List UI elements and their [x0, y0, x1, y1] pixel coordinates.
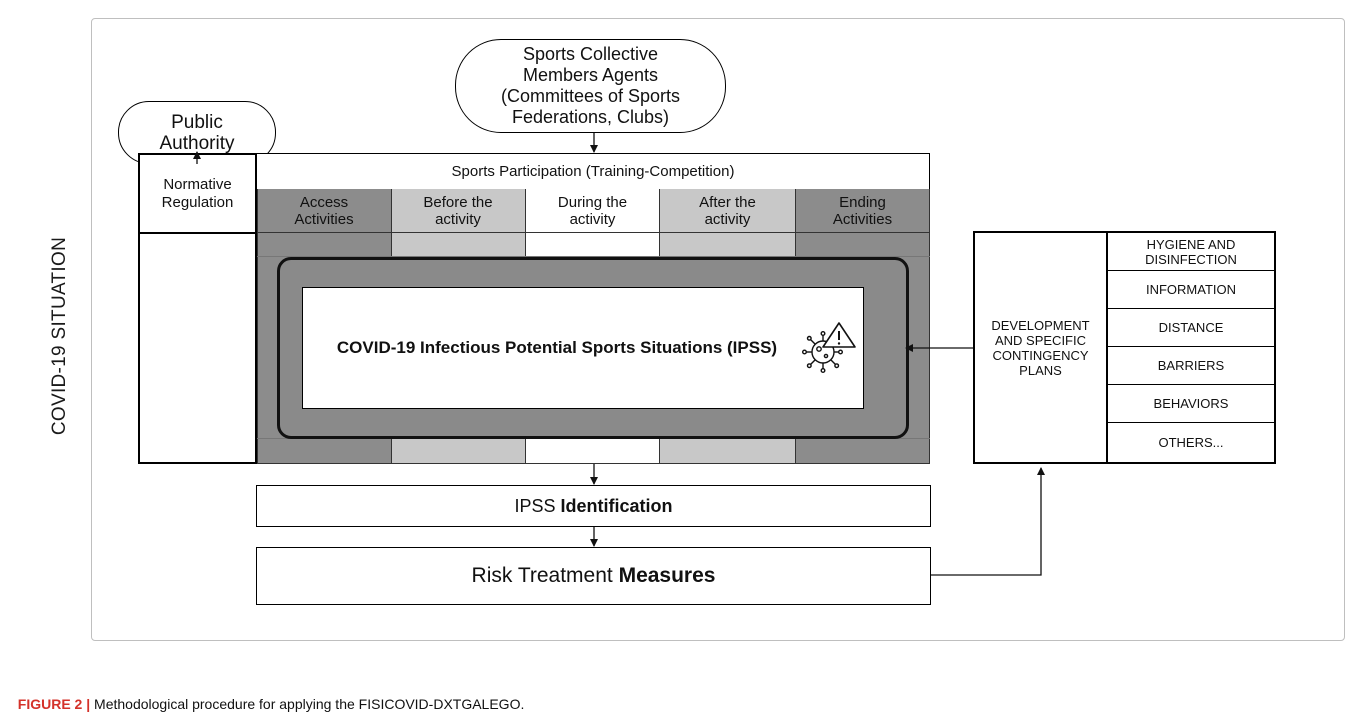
measure-others: OTHERS... — [1158, 435, 1224, 450]
measure-barriers: BARRIERS — [1157, 358, 1225, 373]
measure-cell-information: INFORMATION — [1108, 271, 1274, 309]
virus-warning-icon — [802, 322, 856, 374]
normative-column — [138, 153, 257, 464]
contingency-panel — [973, 231, 1276, 464]
contingency-divider — [1106, 231, 1108, 464]
normative-header: Normative Regulation — [140, 155, 255, 232]
phase-label-ending: Ending Activities — [832, 194, 893, 228]
phase-header-during: During the activity — [525, 190, 660, 232]
participation-header: Sports Participation (Training-Competiti… — [256, 153, 930, 190]
measure-behaviors: BEHAVIORS — [1153, 396, 1229, 411]
normative-label: Normative Regulation — [161, 175, 234, 211]
phase-label-access: Access Activities — [294, 194, 354, 228]
phase-header-divider — [257, 232, 930, 233]
contingency-title: DEVELOPMENT AND SPECIFIC CONTINGENCY PLA… — [991, 317, 1090, 378]
measure-hygiene: HYGIENE AND DISINFECTION — [1145, 236, 1237, 267]
risk-prefix: Risk Treatment — [471, 564, 619, 587]
public-authority-label: Public Authority — [159, 111, 235, 154]
measure-distance: DISTANCE — [1158, 320, 1224, 335]
risk-label: Risk Treatment Measures — [472, 564, 716, 588]
ipss-title: COVID-19 Infectious Potential Sports Sit… — [336, 338, 778, 357]
side-label-container: COVID-19 SITUATION — [0, 237, 160, 435]
identification-label: IPSS Identification — [514, 496, 672, 517]
measure-cell-others: OTHERS... — [1108, 423, 1274, 462]
measure-cell-hygiene: HYGIENE AND DISINFECTION — [1108, 233, 1274, 271]
phase-label-during: During the activity — [557, 194, 628, 228]
phase-header-access: Access Activities — [257, 190, 391, 232]
risk-bold: Measures — [618, 564, 716, 587]
sports-collective-node: Sports Collective Members Agents (Commit… — [455, 39, 726, 133]
figure-caption-label: FIGURE 2 | — [17, 696, 91, 712]
identification-bold: Identification — [560, 495, 673, 516]
contingency-title-cell: DEVELOPMENT AND SPECIFIC CONTINGENCY PLA… — [975, 233, 1106, 462]
measure-information: INFORMATION — [1145, 282, 1237, 297]
sports-collective-label: Sports Collective Members Agents (Commit… — [500, 44, 681, 127]
phase-header-ending: Ending Activities — [795, 190, 930, 232]
identification-box: IPSS Identification — [256, 485, 931, 527]
phase-label-after: After the activity — [699, 194, 756, 228]
figure-caption-text: Methodological procedure for applying th… — [90, 696, 525, 712]
risk-box: Risk Treatment Measures — [256, 547, 931, 605]
measure-cell-behaviors: BEHAVIORS — [1108, 385, 1274, 423]
participation-header-label: Sports Participation (Training-Competiti… — [451, 163, 735, 180]
phase-header-after: After the activity — [660, 190, 795, 232]
phase-header-before: Before the activity — [391, 190, 525, 232]
ipss-box: COVID-19 Infectious Potential Sports Sit… — [302, 287, 864, 409]
measure-cell-barriers: BARRIERS — [1108, 347, 1274, 385]
figure-caption: FIGURE 2 | Methodological procedure for … — [10, 680, 1010, 712]
identification-prefix: IPSS — [514, 495, 561, 516]
phase-label-before: Before the activity — [423, 194, 493, 228]
phase-row-line-top — [257, 256, 930, 257]
measure-cell-distance: DISTANCE — [1108, 309, 1274, 347]
diagram-frame — [91, 18, 1345, 641]
covid-situation-label: COVID-19 SITUATION — [49, 236, 70, 436]
normative-divider — [138, 232, 257, 234]
